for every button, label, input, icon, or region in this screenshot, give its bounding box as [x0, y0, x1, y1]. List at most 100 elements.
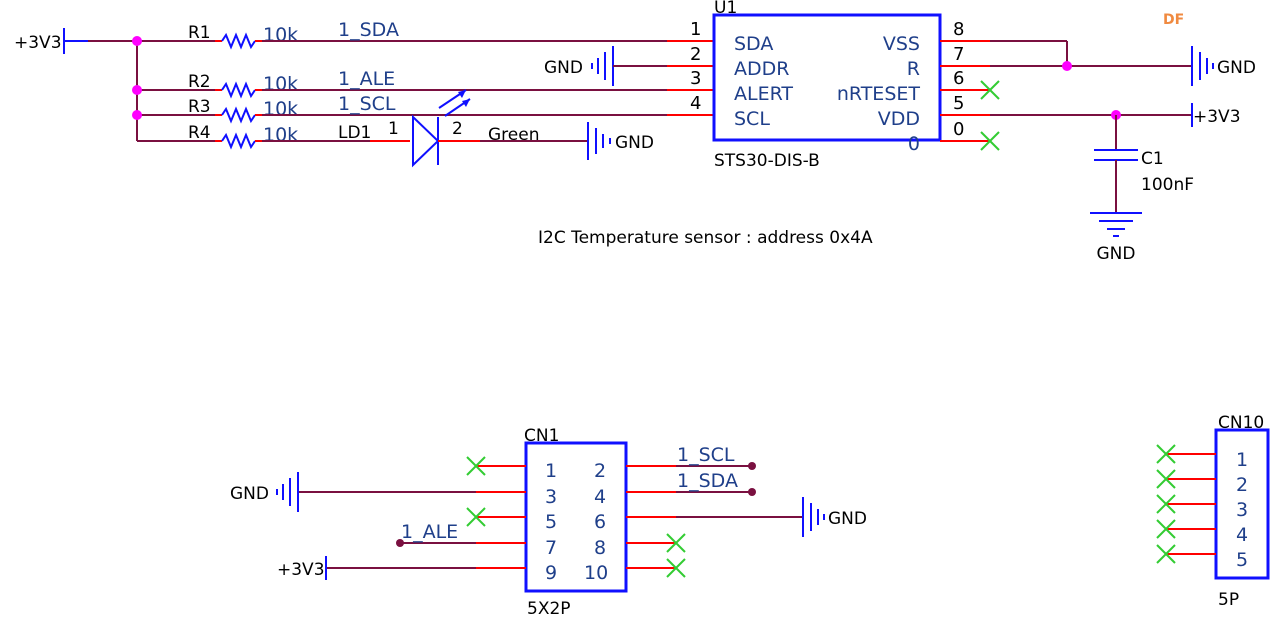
resistor-r1: R1 10k	[188, 23, 298, 50]
u1-pin-name: R	[907, 58, 920, 80]
resistor-r4-ref: R4	[188, 123, 211, 143]
power-3v3-right-label: +3V3	[1193, 107, 1241, 127]
cn1-body	[524, 441, 628, 593]
capacitor-c1-ref: C1	[1141, 149, 1164, 169]
no-connect-mark	[1156, 519, 1176, 539]
net-label-ale: 1_ALE	[338, 68, 395, 90]
cn1-pin-num: 9	[545, 562, 557, 584]
schematic-note: I2C Temperature sensor : address 0x4A	[538, 228, 873, 248]
u1-pin-num: 1	[690, 19, 701, 40]
cn1-part: 5X2P	[527, 599, 571, 619]
cn10-body	[1214, 428, 1270, 580]
gnd-c1-label: GND	[1097, 244, 1136, 264]
junction-dot	[132, 85, 142, 95]
gnd-symbol-c1: GND	[1090, 212, 1142, 264]
resistor-r2-value: 10k	[263, 73, 298, 95]
gnd-addr-label: GND	[544, 58, 583, 78]
resistor-r2-ref: R2	[188, 72, 211, 92]
cn10-part: 5P	[1218, 590, 1239, 610]
no-connect-mark	[1156, 444, 1176, 464]
u1-pin-name: VSS	[883, 33, 920, 55]
gnd-cn1-right-label: GND	[828, 509, 867, 529]
cn10-pin-num: 2	[1236, 474, 1248, 496]
net-label-scl: 1_SCL	[338, 93, 396, 115]
cn1-pin-num: 5	[545, 511, 557, 533]
capacitor-c1: C1 100nF	[1094, 115, 1194, 213]
capacitor-c1-value: 100nF	[1141, 175, 1194, 195]
net-label-ale-cn1: 1_ALE	[401, 521, 458, 543]
gnd-cn1-left-label: GND	[230, 484, 269, 504]
resistor-r3: R3 10k	[188, 97, 298, 124]
cn10-ref: CN10	[1218, 413, 1264, 433]
led-ld1-ref: LD1	[338, 123, 371, 143]
cn1-pin-num: 6	[594, 511, 606, 533]
cn10-pin-num: 1	[1236, 449, 1248, 471]
cn1-pin-num: 4	[594, 486, 606, 508]
cn10-pin-num: 5	[1236, 549, 1248, 571]
cn10-pin-num: 3	[1236, 499, 1248, 521]
no-connect-mark	[466, 456, 486, 476]
power-3v3-left-label: +3V3	[14, 33, 62, 53]
u1-body	[712, 13, 942, 142]
u1-pin-name: 0	[908, 133, 920, 155]
cn1-ref: CN1	[524, 426, 559, 446]
net-label-scl-cn1: 1_SCL	[677, 444, 735, 466]
net-label-sda-cn1: 1_SDA	[677, 470, 738, 492]
cn1-pin-num: 3	[545, 486, 557, 508]
no-connect-mark	[466, 507, 486, 527]
junction-dot	[132, 36, 142, 46]
resistor-r3-ref: R3	[188, 97, 211, 117]
cn1-pin-num: 10	[584, 562, 608, 584]
led-pin1-num: 1	[388, 119, 399, 139]
gnd-led-label: GND	[615, 133, 654, 153]
no-connect-mark	[1156, 494, 1176, 514]
u1-pin-name: nRTESET	[837, 83, 921, 105]
no-connect-mark	[666, 533, 686, 553]
power-3v3-right: +3V3	[1191, 103, 1241, 127]
no-connect-mark	[666, 558, 686, 578]
u1-pin-name: ADDR	[734, 58, 789, 80]
gnd-symbol-cn1-left: GND	[230, 472, 299, 512]
u1-pin-num: 8	[953, 19, 964, 40]
u1-pin-num: 4	[690, 93, 701, 114]
cn1-pin-num: 7	[545, 537, 557, 559]
resistor-r1-ref: R1	[188, 23, 211, 43]
junction-dot	[132, 110, 142, 120]
u1-pin-num: 7	[953, 44, 964, 65]
u1-pin-name: VDD	[878, 108, 920, 130]
no-connect-mark	[980, 131, 1000, 151]
gnd-symbol-led: GND	[587, 122, 654, 160]
resistor-r1-value: 10k	[263, 24, 298, 46]
gnd-symbol-cn1-right: GND	[802, 497, 867, 537]
u1-pin-num: 2	[690, 44, 701, 65]
u1-part: STS30-DIS-B	[714, 151, 820, 171]
power-3v3-cn1: +3V3	[277, 556, 327, 580]
gnd-symbol-addr: GND	[544, 46, 614, 86]
cn1-pin-num: 8	[594, 537, 606, 559]
led-pin2-num: 2	[452, 119, 463, 139]
u1-pin-name: SDA	[734, 33, 773, 55]
power-3v3-left: +3V3	[14, 28, 88, 54]
u1-pin-num: 5	[953, 93, 964, 114]
u1-pin-name: SCL	[734, 108, 770, 130]
cn10-pin-num: 4	[1236, 524, 1248, 546]
no-connect-mark	[1156, 469, 1176, 489]
resistor-r4-value: 10k	[263, 124, 298, 146]
cn1-pin-num: 2	[594, 460, 606, 482]
cn1-pin-num: 1	[545, 460, 557, 482]
u1-pin-num: 3	[690, 68, 701, 89]
u1-pin-num: 6	[953, 68, 964, 89]
junction-dot	[1062, 61, 1072, 71]
u1-pin-name: ALERT	[734, 83, 793, 105]
net-label-sda: 1_SDA	[338, 19, 399, 41]
resistor-r2: R2 10k	[188, 72, 298, 99]
no-connect-mark	[980, 80, 1000, 100]
gnd-symbol-vss: GND	[1191, 46, 1256, 86]
gnd-vss-label: GND	[1217, 58, 1256, 78]
df-logo: DF	[1163, 12, 1184, 28]
u1-pin-num: 0	[953, 119, 964, 140]
power-3v3-cn1-label: +3V3	[277, 560, 325, 580]
u1-ref: U1	[714, 0, 737, 18]
no-connect-mark	[1156, 544, 1176, 564]
